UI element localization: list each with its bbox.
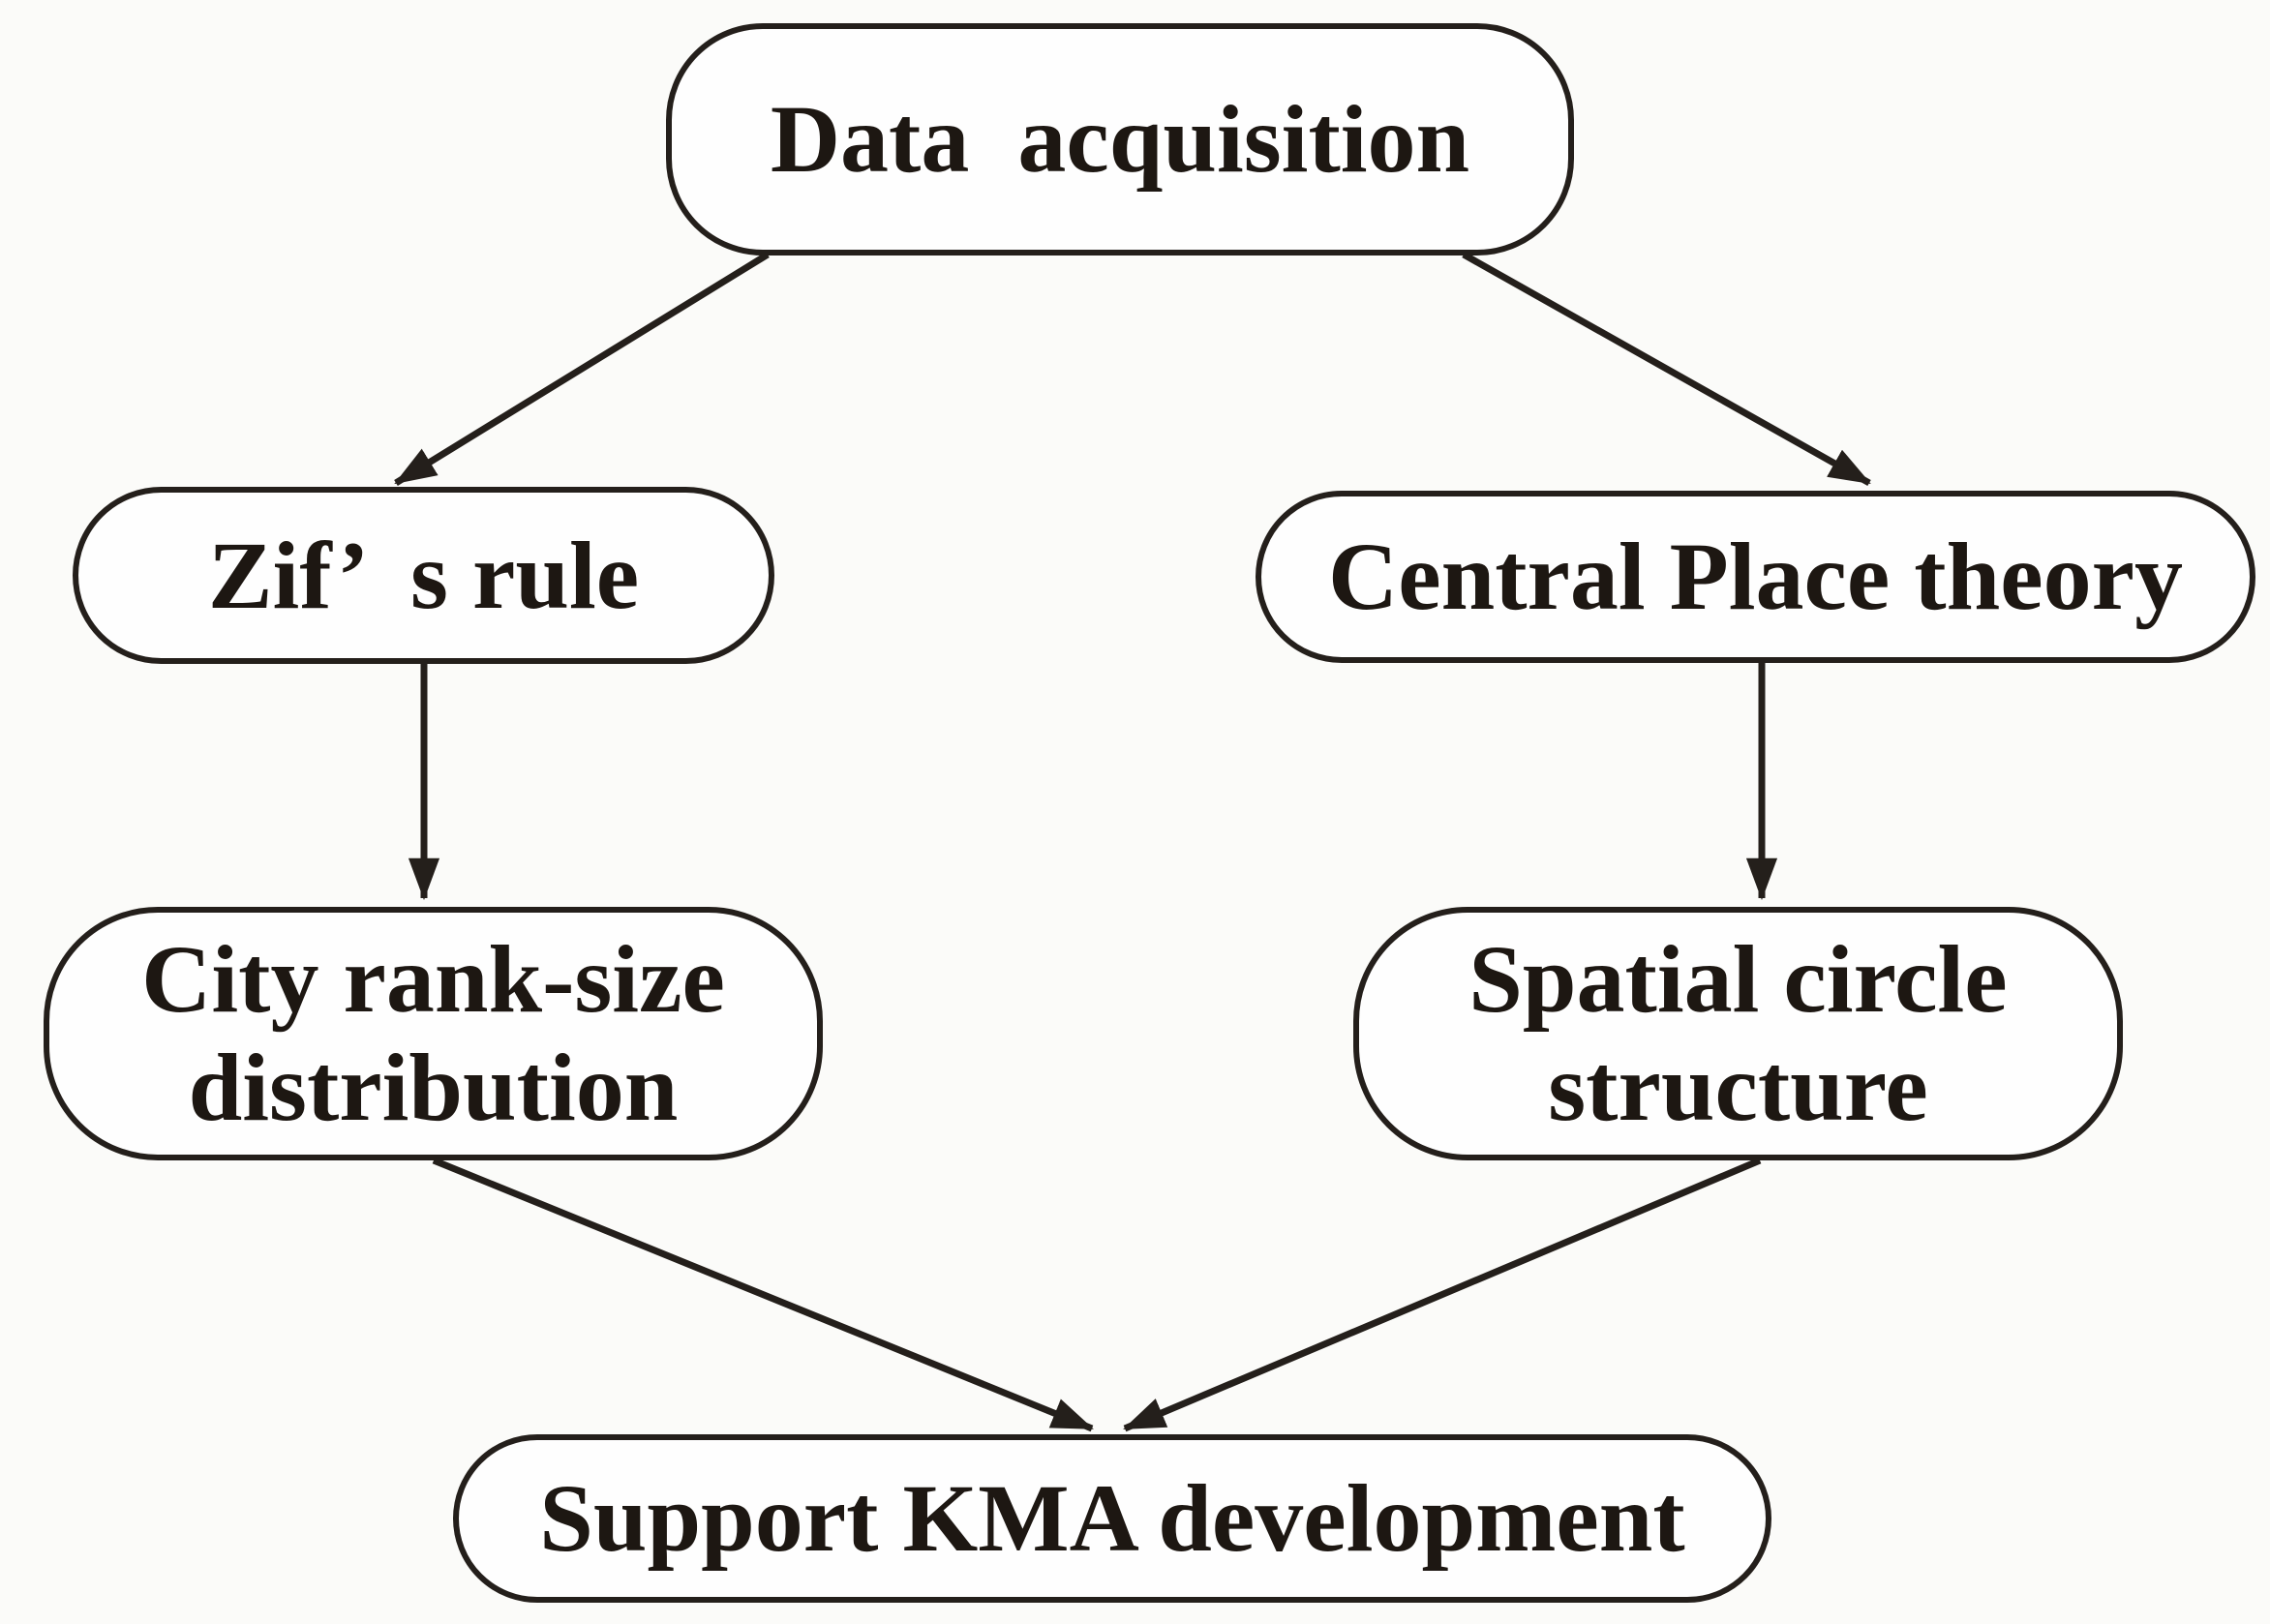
arrow-data-acquisition-to-zifs-rule	[394, 252, 770, 486]
node-support-kma-label: Support KMA development	[539, 1464, 1685, 1572]
node-spatial-circle: Spatial circle structure	[1353, 907, 2123, 1160]
node-support-kma: Support KMA development	[453, 1434, 1771, 1603]
arrow-city-rank-size-to-support-kma	[432, 1157, 1094, 1432]
node-zifs-rule: Zif’ s rule	[73, 487, 774, 664]
arrow-data-acquisition-to-central-place-theory	[1462, 251, 1871, 487]
node-city-rank-size-label-line1: City rank-size	[141, 925, 725, 1033]
node-central-place-theory: Central Place theory	[1256, 491, 2255, 663]
node-data-acquisition: Data acquisition	[666, 23, 1574, 256]
node-city-rank-size-label-line2: distribution	[188, 1034, 679, 1141]
arrow-spatial-circle-to-support-kma	[1123, 1157, 1762, 1432]
node-spatial-circle-label-line1: Spatial circle	[1468, 925, 2008, 1033]
node-city-rank-size: City rank-size distribution	[44, 907, 823, 1160]
node-central-place-theory-label: Central Place theory	[1327, 523, 2183, 630]
node-zifs-rule-label: Zif’ s rule	[207, 521, 640, 629]
node-data-acquisition-label: Data acquisition	[770, 85, 1470, 193]
node-spatial-circle-label-line2: structure	[1548, 1034, 1928, 1141]
